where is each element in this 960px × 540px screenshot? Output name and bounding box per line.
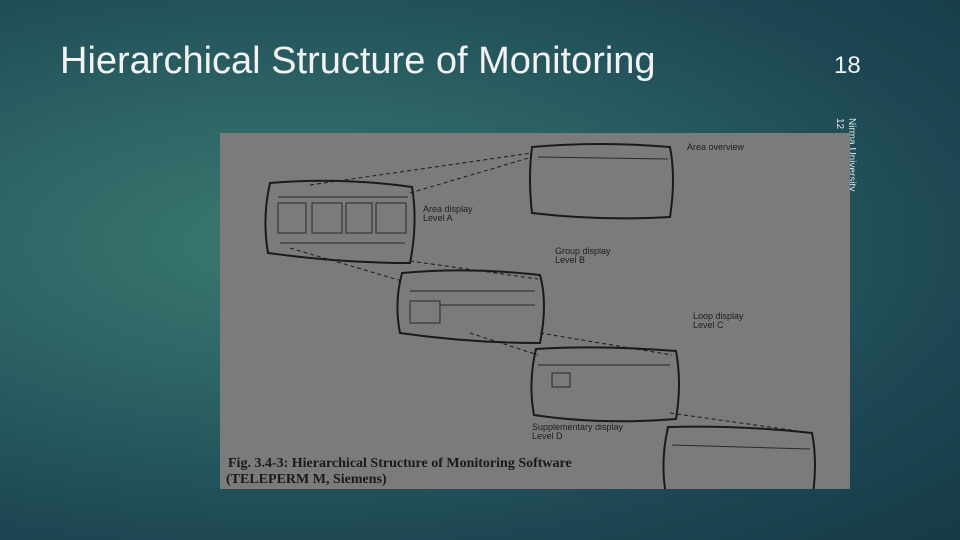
label-loop-display: Loop display [693, 311, 744, 321]
label-area-display: Area display [423, 204, 473, 214]
footer-date: 12 [834, 118, 845, 130]
label-level-a: Level A [423, 213, 453, 223]
label-group-display: Group display [555, 246, 611, 256]
hierarchy-figure: Area overview Area display Level A Group… [220, 133, 850, 489]
label-level-d: Level D [532, 431, 563, 441]
label-level-b: Level B [555, 255, 585, 265]
footer-org: Nirma University [846, 118, 857, 192]
label-level-c: Level C [693, 320, 724, 330]
figure-caption-line1: Fig. 3.4-3: Hierarchical Structure of Mo… [228, 456, 572, 471]
slide-number: 18 [834, 52, 861, 79]
screen-loop-display [530, 346, 680, 423]
footer-vertical: Nirma University 12 [833, 118, 857, 191]
figure-caption-line2: (TELEPERM M, Siemens) [226, 472, 387, 487]
slide-title: Hierarchical Structure of Monitoring [60, 40, 656, 82]
label-area-overview: Area overview [687, 142, 745, 152]
screen-supplementary-display [662, 425, 816, 489]
screen-group-display [396, 269, 545, 345]
screen-area-overview [529, 143, 674, 220]
screen-area-display [264, 179, 416, 265]
label-supplementary-display: Supplementary display [532, 422, 624, 432]
